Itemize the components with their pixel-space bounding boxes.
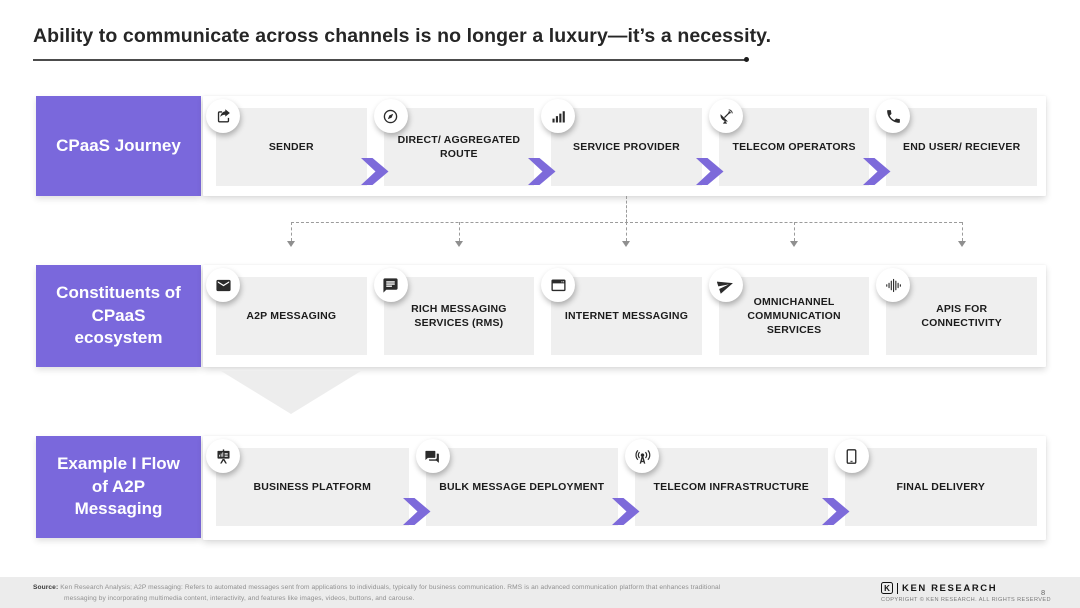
- ken-research-logo: K KEN RESEARCH COPYRIGHT © KEN RESEARCH.…: [881, 582, 1051, 603]
- footer: Source: Ken Research Analysis; A2P messa…: [0, 577, 1080, 608]
- slide-title: Ability to communicate across channels i…: [33, 25, 772, 47]
- card-label: BUSINESS PLATFORM: [253, 480, 372, 493]
- card-business-platform: BUSINESS PLATFORM: [206, 439, 430, 526]
- source-line-1: Source: Ken Research Analysis; A2P messa…: [33, 583, 720, 594]
- source-label: Source:: [33, 584, 59, 591]
- connector-drop: [962, 222, 963, 241]
- card-direct-aggregated-route: DIRECT/ AGGREGATED ROUTE: [373, 99, 556, 186]
- connector-arrowhead-icon: [287, 241, 295, 247]
- card-label: TELECOM INFRASTRUCTURE: [653, 480, 809, 493]
- connector-stub: [626, 196, 627, 222]
- connector-drop: [626, 222, 627, 241]
- card-bulk-message-deployment: BULK MESSAGE DEPLOYMENT: [415, 439, 640, 526]
- card-label: SENDER: [268, 140, 314, 153]
- card-label: APIS FOR CONNECTIVITY: [921, 302, 1002, 329]
- down-triangle-icon: [221, 371, 361, 414]
- logo-divider: [897, 582, 898, 594]
- row-label-cpaas-journey: CPaaS Journey: [36, 96, 201, 196]
- card-label: TELECOM OPERATORS: [732, 140, 856, 153]
- chat-lines-icon: [373, 268, 408, 302]
- card-apis-for-connectivity: APIS FOR CONNECTIVITY: [876, 268, 1037, 355]
- card-label: INTERNET MESSAGING: [564, 309, 689, 322]
- waveform-icon: [876, 268, 911, 302]
- connector-arrowhead-icon: [455, 241, 463, 247]
- card-service-provider: SERVICE PROVIDER: [541, 99, 724, 186]
- row-panel-cpaas-journey: SENDER DIRECT/ AGGREGATED ROUTE SERVICE PR…: [203, 96, 1046, 196]
- card-label: OMNICHANNEL COMMUNICATION SERVICES: [747, 295, 841, 337]
- radio-tower-icon: [625, 439, 659, 473]
- flow-arrow-icon: [612, 498, 643, 525]
- connector-arrowhead-icon: [958, 241, 966, 247]
- envelope-icon: [206, 268, 240, 302]
- title-underline-dot: [744, 57, 749, 62]
- browser-window-icon: [541, 268, 576, 302]
- connector-drop: [459, 222, 460, 241]
- card-label: DIRECT/ AGGREGATED ROUTE: [397, 133, 521, 160]
- card-label: END USER/ RECIEVER: [902, 140, 1021, 153]
- card-telecom-infrastructure: TELECOM INFRASTRUCTURE: [625, 439, 849, 526]
- row-panel-example-flow: BUSINESS PLATFORM BULK MESSAGE DEPLOYMENT…: [203, 436, 1046, 540]
- flow-arrow-icon: [402, 498, 434, 525]
- smartphone-icon: [834, 439, 869, 473]
- share-icon: [206, 99, 240, 133]
- connector-arrowhead-icon: [790, 241, 798, 247]
- card-telecom-operators: TELECOM OPERATORS: [708, 99, 891, 186]
- card-internet-messaging: INTERNET MESSAGING: [541, 268, 702, 355]
- copyright-text: COPYRIGHT © KEN RESEARCH. ALL RIGHTS RES…: [881, 596, 1051, 603]
- flow-arrow-icon: [528, 158, 559, 185]
- presentation-icon: [206, 439, 240, 473]
- card-final-delivery: FINAL DELIVERY: [834, 439, 1037, 526]
- flow-arrow-icon: [863, 158, 894, 185]
- source-line-2: messaging by incorporating multimedia co…: [64, 594, 415, 602]
- card-sender: SENDER: [206, 99, 389, 186]
- title-underline: [33, 59, 745, 61]
- card-end-user-reciever: END USER/ RECIEVER: [876, 99, 1037, 186]
- card-omnichannel-communication-services: OMNICHANNEL COMMUNICATION SERVICES: [708, 268, 870, 355]
- card-label: SERVICE PROVIDER: [573, 140, 680, 153]
- card-label: RICH MESSAGING SERVICES (RMS): [411, 302, 507, 329]
- compass-icon: [373, 99, 408, 133]
- chat-bubbles-icon: [415, 439, 450, 473]
- page-number: 8: [1041, 588, 1046, 597]
- paper-plane-icon: [708, 268, 743, 302]
- flow-arrow-icon: [695, 158, 727, 185]
- row-label-example-flow: Example I Flow of A2P Messaging: [36, 436, 201, 538]
- card-a2p-messaging: A2P MESSAGING: [206, 268, 367, 355]
- satellite-dish-icon: [708, 99, 743, 133]
- row-label-constituents: Constituents of CPaaS ecosystem: [36, 265, 201, 367]
- connector-arrowhead-icon: [622, 241, 630, 247]
- flow-arrow-icon: [360, 158, 392, 185]
- source-text: Ken Research Analysis; A2P messaging: Re…: [60, 584, 721, 591]
- card-rich-messaging-services-rms: RICH MESSAGING SERVICES (RMS): [373, 268, 535, 355]
- row-panel-constituents: A2P MESSAGING RICH MESSAGING SERVICES (RM…: [203, 265, 1046, 367]
- source-note: Source: Ken Research Analysis; A2P messa…: [33, 583, 720, 604]
- bar-chart-icon: [541, 99, 576, 133]
- card-label: A2P MESSAGING: [246, 309, 337, 322]
- connector-drop: [794, 222, 795, 241]
- connector-drop: [291, 222, 292, 241]
- ken-research-logo-icon: K: [881, 582, 893, 594]
- card-label: BULK MESSAGE DEPLOYMENT: [439, 480, 605, 493]
- logo-text: KEN RESEARCH: [902, 582, 998, 594]
- phone-icon: [876, 99, 911, 133]
- card-label: FINAL DELIVERY: [896, 480, 986, 493]
- flow-arrow-icon: [821, 498, 853, 525]
